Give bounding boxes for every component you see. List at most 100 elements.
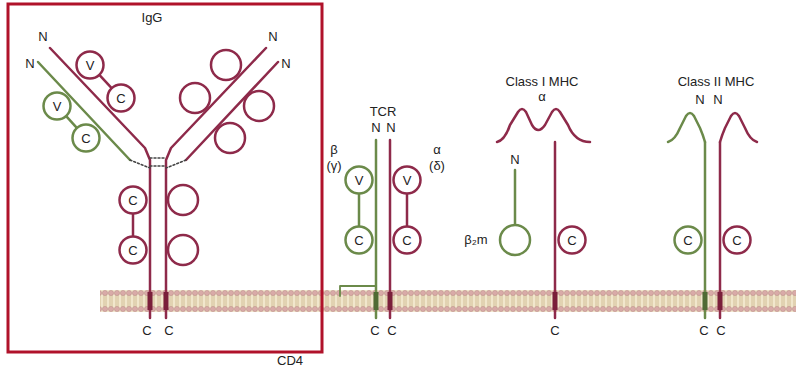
domain-ring — [44, 93, 71, 120]
domain-circle: C — [71, 123, 101, 153]
domain-circle: C — [106, 83, 136, 113]
tcr-beta-chain — [375, 140, 378, 318]
molecule-name: Class II MHC — [678, 75, 755, 89]
terminus-mark: C — [550, 324, 559, 338]
chain-link — [358, 194, 361, 226]
domain-circle — [244, 91, 274, 121]
domain-circle: C — [344, 225, 374, 255]
chain-link — [66, 116, 76, 127]
disulfide-bond — [150, 165, 166, 167]
molecule-name: CD4 — [277, 354, 303, 368]
peptide-groove — [497, 109, 590, 142]
chain-name: β₂m — [464, 233, 487, 247]
chain-name: α — [433, 143, 441, 157]
domain-ring — [559, 227, 586, 254]
domain-circle: C — [722, 225, 752, 255]
terminus-mark: N — [510, 153, 519, 167]
domain-circle: C — [557, 225, 587, 255]
highlight-frame — [8, 4, 322, 352]
mhc-beta-chain — [719, 142, 722, 318]
mhc-alpha-chain — [704, 142, 707, 318]
terminus-mark: N — [25, 57, 34, 71]
domain-label: C — [128, 194, 137, 207]
terminus-mark: N — [713, 93, 722, 107]
domain-circle: V — [392, 165, 422, 195]
domain-ring — [346, 167, 373, 194]
domain-label: C — [81, 132, 90, 145]
domain-circle: V — [344, 165, 374, 195]
terminus-mark: N — [695, 93, 704, 107]
molecule-name: TCR — [370, 105, 397, 119]
domain-label: C — [354, 234, 363, 247]
domain-circle — [211, 50, 241, 80]
chain-name: α — [538, 90, 546, 104]
domain-ring — [346, 227, 373, 254]
domain-label: C — [402, 234, 411, 247]
domain-circle: C — [118, 235, 148, 265]
chain-name: (δ) — [429, 159, 445, 173]
terminus-mark: N — [38, 30, 47, 44]
disulfide-bond — [166, 160, 186, 168]
domain-circle: C — [118, 185, 148, 215]
terminus-mark: C — [699, 324, 708, 338]
domain-ring — [675, 227, 702, 254]
domain-ring — [724, 227, 751, 254]
domain-label: V — [355, 174, 364, 187]
molecule-name: Class I MHC — [506, 75, 579, 89]
domain-ring — [120, 187, 147, 214]
domain-ring — [108, 85, 135, 112]
domain-circle: C — [673, 225, 703, 255]
domain-circle: V — [42, 91, 72, 121]
disulfide-bond — [150, 157, 166, 159]
chain-link — [132, 214, 135, 236]
domain-circle: V — [75, 50, 105, 80]
domain-label: C — [732, 234, 741, 247]
domain-ring — [77, 52, 104, 79]
molecule-name: IgG — [142, 11, 163, 25]
domain-label: V — [403, 174, 412, 187]
terminus-mark: C — [370, 324, 379, 338]
heavy-chain — [166, 48, 266, 318]
domain-label: C — [683, 234, 692, 247]
heavy-chain — [50, 48, 150, 318]
terminus-mark: C — [387, 324, 396, 338]
chain-name: β — [330, 143, 337, 157]
domain-label: V — [86, 59, 95, 72]
chain-name: (γ) — [326, 159, 341, 173]
domain-circle: C — [392, 225, 422, 255]
domain-label: C — [128, 244, 137, 257]
side-chain — [340, 286, 376, 296]
terminus-mark: N — [268, 30, 277, 44]
chain-link — [406, 194, 409, 226]
domain-circle — [180, 83, 210, 113]
terminus-mark: C — [164, 324, 173, 338]
b2m-chain — [514, 170, 517, 225]
disulfide-bond — [130, 160, 150, 168]
mhc-alpha-chain — [554, 142, 557, 318]
domain-ring — [73, 125, 100, 152]
terminus-mark: C — [716, 324, 725, 338]
domain-label: C — [567, 234, 576, 247]
domain-circle — [168, 185, 198, 215]
terminus-mark: C — [142, 324, 151, 338]
chain-link — [100, 75, 112, 88]
domain-label: V — [53, 100, 62, 113]
terminus-mark: N — [386, 121, 395, 135]
tcr-alpha-chain — [389, 140, 392, 318]
lipid-bilayer — [100, 290, 796, 312]
terminus-mark: N — [281, 57, 290, 71]
b2m-domain — [500, 225, 530, 255]
domain-ring — [394, 227, 421, 254]
terminus-mark: N — [371, 121, 380, 135]
peptide-groove — [668, 113, 705, 142]
peptide-groove — [720, 113, 757, 142]
domain-ring — [120, 237, 147, 264]
domain-ring — [394, 167, 421, 194]
domain-label: C — [116, 92, 125, 105]
domain-circle — [168, 235, 198, 265]
domain-circle — [215, 123, 245, 153]
transmembrane-segments — [148, 292, 723, 310]
